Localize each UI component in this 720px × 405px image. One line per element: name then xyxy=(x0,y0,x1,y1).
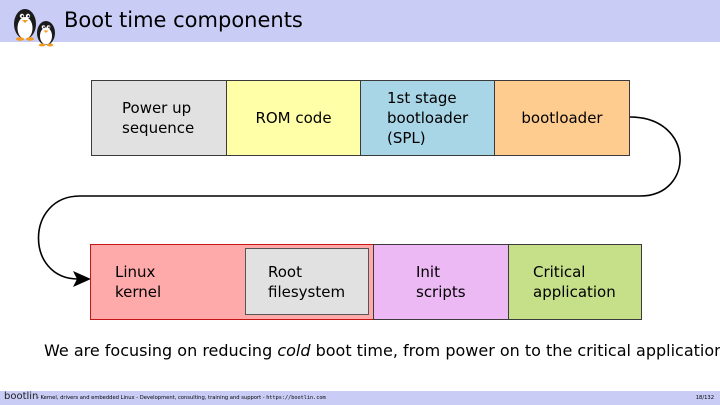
footer-course-text: - Kernel, drivers and embedded Linux - D… xyxy=(37,391,326,405)
box-label-line: bootloader xyxy=(521,109,603,127)
box-label-line: Power up xyxy=(122,99,192,117)
first-stage-bootloader-box: 1st stage bootloader (SPL) xyxy=(360,80,495,156)
power-up-sequence-box: Power up sequence xyxy=(91,80,227,156)
footer-url-link[interactable]: https://bootlin.com xyxy=(266,395,326,401)
box-label-line: sequence xyxy=(122,119,195,137)
arrow-head-icon xyxy=(73,271,91,287)
caption-text: We are focusing on reducing xyxy=(44,341,278,360)
box-label-line: Root xyxy=(268,262,302,281)
box-label-line: Linux xyxy=(115,263,156,281)
box-label-line: kernel xyxy=(115,283,162,301)
slide-title: Boot time components xyxy=(64,8,303,32)
box-label-line: (SPL) xyxy=(387,129,426,147)
footer-bar: bootlin - Kernel, drivers and embedded L… xyxy=(0,391,720,405)
bootloader-box: bootloader xyxy=(494,80,630,156)
caption-emphasis: cold xyxy=(277,341,311,360)
box-label-line: 1st stage xyxy=(387,89,457,107)
root-filesystem-box: Root filesystem xyxy=(245,248,369,315)
box-label-line: Critical xyxy=(533,263,586,281)
box-label-line: ROM code xyxy=(255,109,332,127)
box-label-line: bootloader xyxy=(387,109,469,127)
footer-description: - Kernel, drivers and embedded Linux - D… xyxy=(37,395,267,401)
box-label-line: scripts xyxy=(416,283,466,301)
box-label-line: Init xyxy=(416,263,440,281)
box-label-line: filesystem xyxy=(268,282,346,301)
page-number: 18/132 xyxy=(695,395,714,401)
brand-logo: bootlin xyxy=(4,391,39,402)
critical-application-box: Critical application xyxy=(508,244,642,320)
penguins-icon xyxy=(14,9,55,47)
caption-text: boot time, from power on to the critical… xyxy=(310,341,720,360)
box-label-line: application xyxy=(533,283,616,301)
init-scripts-box: Init scripts xyxy=(373,244,509,320)
title-bar xyxy=(0,0,720,42)
rom-code-box: ROM code xyxy=(226,80,361,156)
slide-caption: We are focusing on reducing cold boot ti… xyxy=(44,340,720,362)
